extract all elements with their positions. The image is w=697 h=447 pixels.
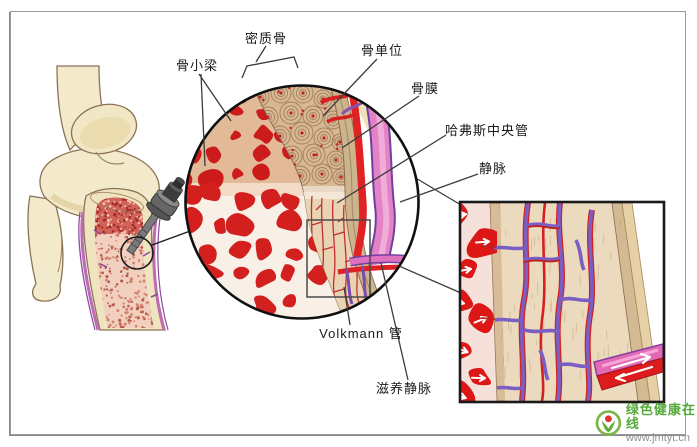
circle-outline bbox=[184, 84, 420, 320]
inset-vessel-network bbox=[480, 203, 595, 401]
osteon-pointer bbox=[322, 58, 378, 117]
label-compact-bone: 密质骨 bbox=[244, 31, 288, 46]
haversian-pointer bbox=[336, 134, 447, 204]
label-vein: 静脉 bbox=[478, 161, 508, 176]
label-osteon: 骨单位 bbox=[360, 43, 404, 58]
blood-vessels bbox=[319, 86, 413, 305]
watermark: 绿色健康在线 www.jmtyt.cn bbox=[594, 402, 697, 444]
watermark-site-name: 绿色健康在线 bbox=[625, 402, 696, 432]
fibula-bone bbox=[27, 195, 64, 302]
inset-border bbox=[458, 200, 666, 404]
inset-nutrient-vessels bbox=[593, 343, 663, 391]
vessel-detail-inset bbox=[461, 203, 663, 401]
label-trabeculae: 骨小梁 bbox=[175, 58, 219, 73]
label-pointer-lines bbox=[198, 45, 479, 381]
flow-arrow-in bbox=[614, 365, 654, 383]
artery bbox=[347, 86, 367, 264]
magnifier-circle bbox=[120, 236, 154, 270]
label-nutrient-vein: 滋养静脉 bbox=[375, 381, 433, 396]
periosteum-pointer bbox=[341, 95, 420, 149]
vein-pointer bbox=[399, 173, 479, 203]
watermark-logo-icon bbox=[595, 410, 622, 437]
nutrient-vein-pointer bbox=[380, 262, 409, 381]
magnified-bone-circle bbox=[186, 86, 418, 318]
trabeculae-pointers bbox=[198, 73, 232, 167]
knee-joint-illustration bbox=[27, 65, 194, 331]
label-haversian-canal: 哈弗斯中央管 bbox=[444, 123, 530, 138]
figure-border-frame bbox=[10, 11, 686, 435]
watermark-site-url: www.jmtyt.cn bbox=[625, 431, 690, 444]
magnifier-connector-line bbox=[151, 229, 194, 246]
patella bbox=[70, 103, 138, 155]
periosteum-vessel-lines bbox=[78, 211, 169, 331]
volkmann-pointer bbox=[343, 286, 351, 326]
label-periosteum: 骨膜 bbox=[410, 81, 440, 96]
compact-bone-bracket bbox=[241, 45, 299, 79]
label-volkmann-canal: Volkmann 管 bbox=[319, 326, 403, 341]
zoom-region-rectangle bbox=[306, 219, 371, 298]
flow-arrow-out bbox=[610, 352, 652, 370]
implant-screw bbox=[126, 176, 185, 256]
